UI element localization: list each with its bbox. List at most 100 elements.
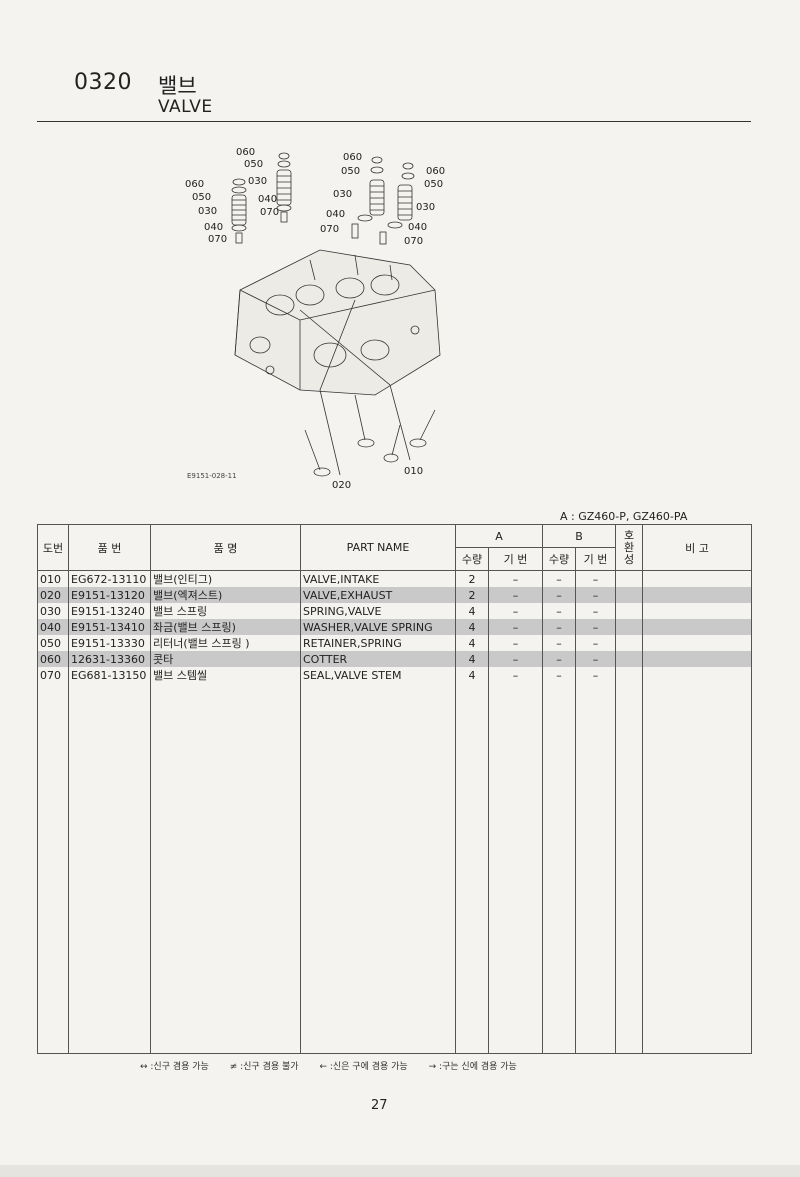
- legend-item: → :구는 신에 겸용 가능: [428, 1062, 517, 1072]
- header-qty-b: 수량: [542, 547, 576, 571]
- qty-a-cell: 4: [455, 619, 489, 635]
- part-no-cell: E9151-13120: [68, 587, 151, 603]
- part-name-cell: VALVE,INTAKE: [300, 570, 456, 587]
- legend-item: ↔ :신구 겸용 가능: [140, 1062, 209, 1072]
- compatibility-cell: [615, 635, 644, 651]
- base-a-cell: –: [488, 635, 543, 651]
- base-b-cell: –: [574, 570, 617, 587]
- diagram-label-060: 060: [236, 147, 255, 158]
- page-number: 27: [371, 1098, 388, 1113]
- qty-a-cell: 4: [455, 651, 489, 667]
- part-name-cell: VALVE,EXHAUST: [300, 587, 456, 603]
- diagram-label-030: 030: [416, 202, 435, 213]
- qty-b-cell: –: [542, 635, 576, 651]
- section-title-korean: 밸브: [158, 74, 197, 98]
- qty-a-cell: 4: [455, 667, 489, 683]
- header-remarks: 비 고: [642, 524, 753, 571]
- base-b-cell: –: [574, 603, 617, 619]
- base-b-cell: –: [574, 667, 617, 683]
- qty-a-cell: 4: [455, 635, 489, 651]
- diagram-label-040: 040: [258, 194, 277, 205]
- diagram-label-070: 070: [320, 224, 339, 235]
- remarks-cell: [642, 570, 753, 587]
- ref-no-cell: 040: [37, 619, 69, 635]
- diagram-label-060: 060: [426, 166, 445, 177]
- header-part-no: 품 번: [68, 524, 151, 571]
- part-name-cell: SPRING,VALVE: [300, 603, 456, 619]
- qty-b-cell: –: [542, 587, 576, 603]
- parts-table: 도번 품 번 품 명 PART NAME A B 호 환 성 비 고 수량 기 …: [37, 524, 753, 1054]
- qty-b-cell: –: [542, 651, 576, 667]
- diagram-label-030: 030: [198, 206, 217, 217]
- qty-b-cell: –: [542, 667, 576, 683]
- qty-a-cell: 2: [455, 570, 489, 587]
- diagram-label-070: 070: [260, 207, 279, 218]
- base-b-cell: –: [574, 587, 617, 603]
- base-a-cell: –: [488, 619, 543, 635]
- diagram-label-050: 050: [424, 179, 443, 190]
- qty-a-cell: 4: [455, 603, 489, 619]
- header-compatibility: 호 환 성: [615, 524, 644, 571]
- qty-a-cell: 2: [455, 587, 489, 603]
- diagram-label-060: 060: [185, 179, 204, 190]
- header-ref-no: 도번: [37, 524, 69, 571]
- compatibility-cell: [615, 667, 644, 683]
- header-qty-a: 수량: [455, 547, 489, 571]
- diagram-label-040: 040: [204, 222, 223, 233]
- diagram-label-070: 070: [404, 236, 423, 247]
- part-no-cell: E9151-13410: [68, 619, 151, 635]
- diagram-label-040: 040: [326, 209, 345, 220]
- qty-b-cell: –: [542, 570, 576, 587]
- base-a-cell: –: [488, 667, 543, 683]
- valve-exploded-diagram: 060 050 060 050 030 040 070 030 060 050 …: [185, 147, 445, 491]
- compatibility-cell: [615, 570, 644, 587]
- remarks-cell: [642, 667, 753, 683]
- remarks-cell: [642, 635, 753, 651]
- page-bottom-shade: [0, 1165, 800, 1177]
- legend-item: ← :신은 구에 겸용 가능: [319, 1062, 408, 1072]
- section-title-english: VALVE: [158, 97, 213, 117]
- qty-b-cell: –: [542, 603, 576, 619]
- diagram-label-050: 050: [341, 166, 360, 177]
- part-no-cell: EG681-13150: [68, 667, 151, 683]
- compatibility-cell: [615, 619, 644, 635]
- header-base-b: 기 번: [574, 547, 617, 571]
- header-a: A: [455, 524, 543, 548]
- compatibility-cell: [615, 603, 644, 619]
- remarks-cell: [642, 651, 753, 667]
- name-korean-cell: 좌금(밸브 스프링): [150, 619, 301, 635]
- ref-no-cell: 050: [37, 635, 69, 651]
- diagram-label-050: 050: [244, 159, 263, 170]
- ref-no-cell: 070: [37, 667, 69, 683]
- header-part-name: PART NAME: [300, 524, 456, 571]
- name-korean-cell: 콧타: [150, 651, 301, 667]
- part-no-cell: 12631-13360: [68, 651, 151, 667]
- header-rule: [37, 121, 751, 122]
- name-korean-cell: 밸브(인티그): [150, 570, 301, 587]
- part-name-cell: SEAL,VALVE STEM: [300, 667, 456, 683]
- remarks-cell: [642, 587, 753, 603]
- base-a-cell: –: [488, 587, 543, 603]
- compatibility-legend: ↔ :신구 겸용 가능 ≠ :신구 겸용 불가 ← :신은 구에 겸용 가능 →…: [140, 1059, 535, 1072]
- remarks-cell: [642, 619, 753, 635]
- base-b-cell: –: [574, 635, 617, 651]
- compatibility-cell: [615, 651, 644, 667]
- base-a-cell: –: [488, 603, 543, 619]
- section-code: 0320: [74, 70, 132, 95]
- ref-no-cell: 020: [37, 587, 69, 603]
- base-a-cell: –: [488, 651, 543, 667]
- part-no-cell: E9151-13240: [68, 603, 151, 619]
- ref-no-cell: 030: [37, 603, 69, 619]
- diagram-label-020: 020: [332, 480, 351, 491]
- name-korean-cell: 밸브 스프링: [150, 603, 301, 619]
- qty-b-cell: –: [542, 619, 576, 635]
- base-b-cell: –: [574, 619, 617, 635]
- model-note: A : GZ460-P, GZ460-PA: [560, 510, 688, 523]
